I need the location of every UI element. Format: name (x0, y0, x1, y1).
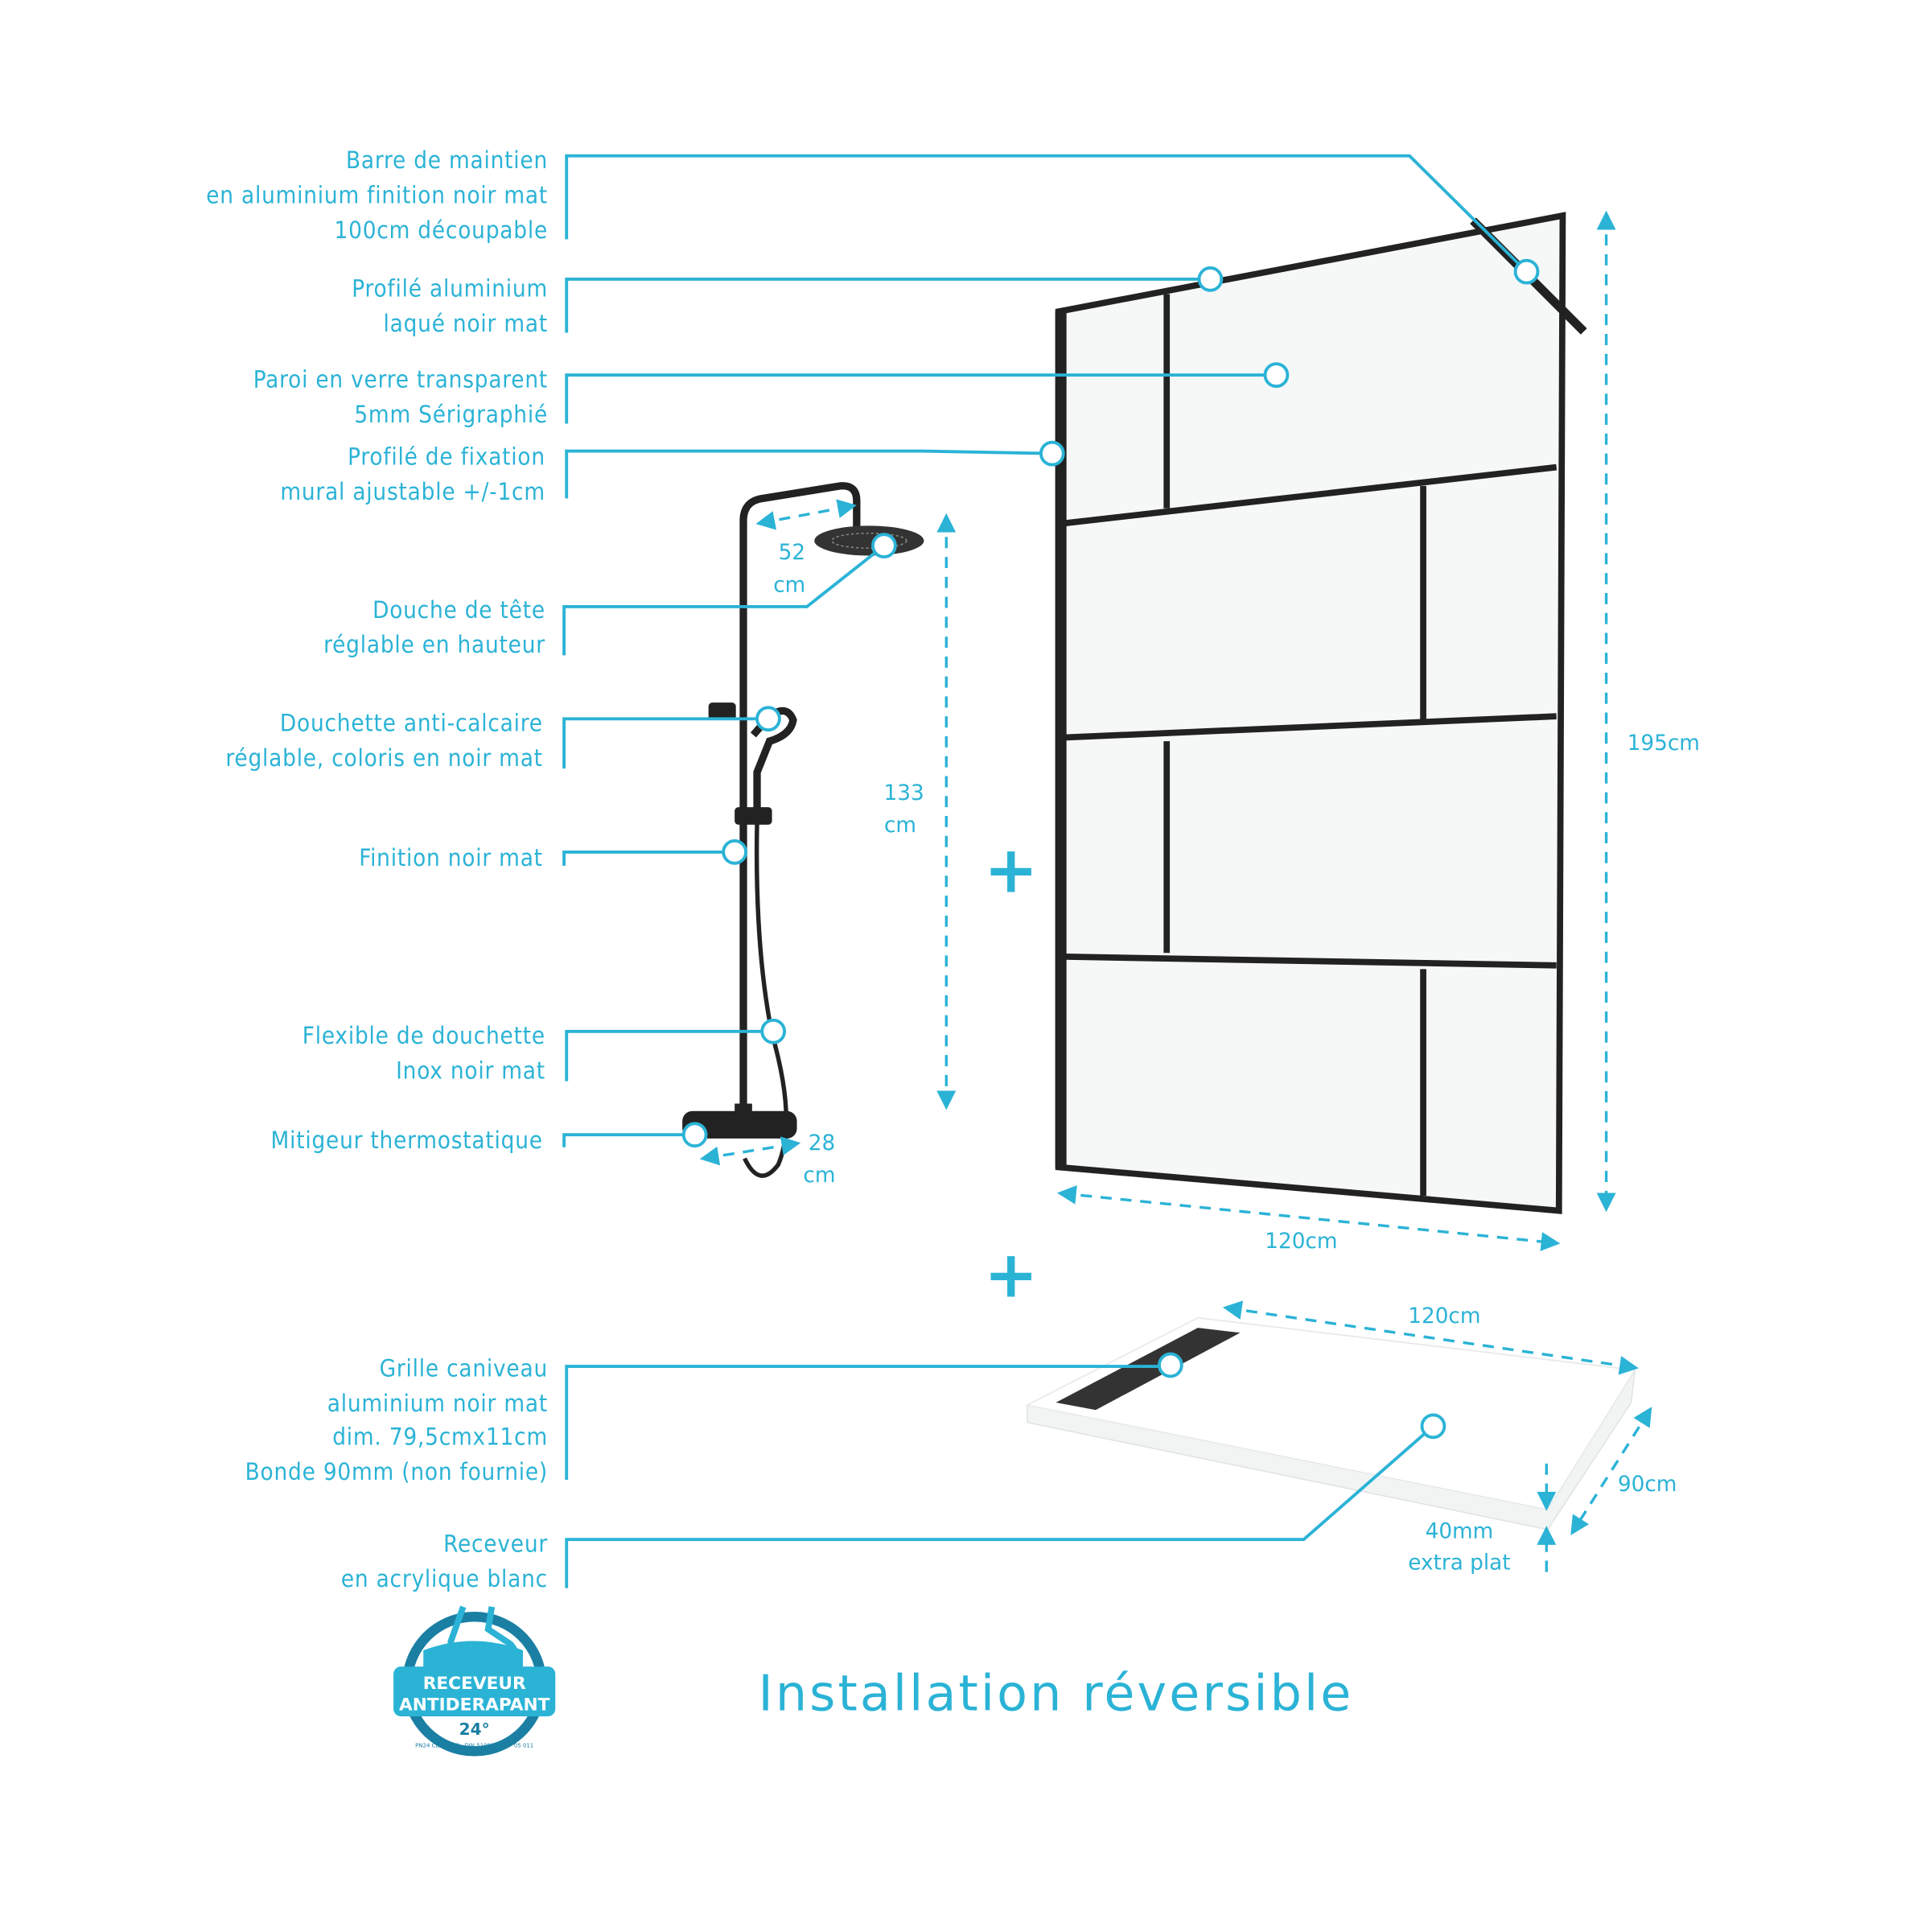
dim-panel-width: 120cm (1265, 1230, 1337, 1254)
dim-tray-width: 90cm (1618, 1473, 1677, 1497)
svg-text:Profilé aluminium: Profilé aluminium (352, 275, 548, 303)
svg-text:PN24 CLASSE C - DIN 51097 - XP: PN24 CLASSE C - DIN 51097 - XP P 05 011 (415, 1743, 533, 1749)
svg-text:Paroi en verre transparent: Paroi en verre transparent (253, 366, 548, 393)
shower-tray (1025, 1316, 1636, 1530)
svg-text:Inox noir mat: Inox noir mat (396, 1057, 545, 1085)
svg-text:en aluminium finition noir mat: en aluminium finition noir mat (206, 182, 548, 209)
callout-profile-fixation: Profilé de fixation mural ajustable +/-1… (280, 440, 1065, 505)
svg-text:5mm Sérigraphié: 5mm Sérigraphié (354, 401, 548, 428)
page-title: Installation réversible (759, 1664, 1354, 1722)
callout-barre: Barre de maintien en aluminium finition … (206, 146, 1540, 285)
drain-grate (1056, 1328, 1241, 1411)
svg-text:Profilé de fixation: Profilé de fixation (348, 443, 545, 471)
svg-text:réglable en hauteur: réglable en hauteur (323, 631, 545, 658)
svg-text:24°: 24° (459, 1720, 490, 1739)
svg-text:Grille caniveau: Grille caniveau (380, 1354, 548, 1382)
svg-text:Receveur: Receveur (443, 1530, 548, 1558)
svg-text:laqué noir mat: laqué noir mat (384, 310, 548, 337)
svg-text:en acrylique blanc: en acrylique blanc (341, 1565, 548, 1592)
dim-tray-thickness-note: extra plat (1408, 1551, 1510, 1575)
svg-text:mural ajustable +/-1cm: mural ajustable +/-1cm (280, 478, 545, 505)
svg-text:dim. 79,5cmx11cm: dim. 79,5cmx11cm (332, 1423, 548, 1451)
svg-text:réglable, coloris en noir mat: réglable, coloris en noir mat (225, 744, 542, 772)
dim-column-unit: cm (884, 814, 916, 838)
dim-tray-length: 120cm (1408, 1304, 1480, 1329)
svg-text:Flexible de douchette: Flexible de douchette (302, 1022, 545, 1049)
callout-flexible: Flexible de douchette Inox noir mat (302, 1018, 787, 1085)
callout-douche-tete: Douche de tête réglable en hauteur (323, 533, 897, 658)
svg-text:Bonde 90mm (non fournie): Bonde 90mm (non fournie) (245, 1458, 548, 1485)
callout-profile-alu: Profilé aluminium laqué noir mat (352, 266, 1224, 337)
dim-column-value: 133 (884, 781, 924, 805)
svg-text:Douchette anti-calcaire: Douchette anti-calcaire (280, 710, 543, 737)
svg-text:Barre de maintien: Barre de maintien (346, 146, 548, 174)
callout-paroi: Paroi en verre transparent 5mm Sérigraph… (253, 362, 1290, 428)
anti-slip-badge: RECEVEUR ANTIDERAPANT 24° PN24 CLASSE C … (393, 1605, 556, 1757)
dim-arm-unit: cm (773, 573, 805, 597)
dim-mixer-value: 28 (809, 1131, 835, 1155)
callout-grille: Grille caniveau aluminium noir mat dim. … (245, 1352, 1183, 1485)
svg-text:100cm découpable: 100cm découpable (335, 216, 548, 244)
foot-icon (447, 1605, 521, 1667)
dim-mixer-unit: cm (803, 1164, 835, 1188)
callout-mitigeur: Mitigeur thermostatique (271, 1122, 708, 1154)
dim-tray-thickness: 40mm (1426, 1520, 1494, 1544)
callout-finition: Finition noir mat (359, 839, 748, 871)
glass-panel (1055, 212, 1587, 1214)
shower-head (814, 525, 924, 556)
dim-arm-value: 52 (779, 541, 805, 565)
dim-panel-height: 195cm (1628, 731, 1700, 756)
callout-receveur: Receveur en acrylique blanc (341, 1413, 1446, 1592)
plus-sign: + (984, 831, 1038, 907)
svg-text:Mitigeur thermostatique: Mitigeur thermostatique (271, 1127, 543, 1154)
svg-text:Finition noir mat: Finition noir mat (359, 844, 543, 871)
callout-douchette: Douchette anti-calcaire réglable, colori… (225, 706, 781, 772)
svg-text:RECEVEUR: RECEVEUR (423, 1674, 526, 1694)
svg-text:aluminium noir mat: aluminium noir mat (327, 1390, 548, 1417)
svg-text:ANTIDERAPANT: ANTIDERAPANT (399, 1695, 550, 1715)
svg-text:Douche de tête: Douche de tête (372, 596, 545, 624)
plus-sign: + (984, 1236, 1038, 1312)
